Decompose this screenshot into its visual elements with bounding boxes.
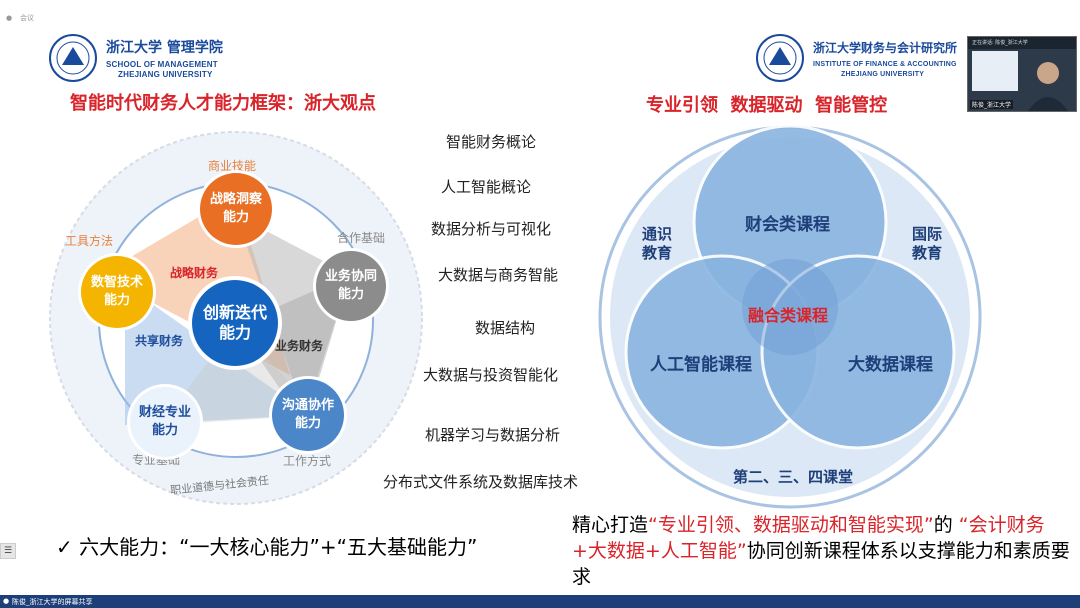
- venn-intl-edu: 国际 教育: [912, 225, 943, 262]
- summary-part-4: “会计财务+大数据+人工智能”: [572, 514, 1045, 562]
- capability-framework-diagram: 商业技能 合作基础 工具方法 工作方式 专业基础 战略财务 共享财务 业务财务 …: [40, 125, 440, 510]
- venn-general-edu: 通识 教育: [642, 225, 673, 262]
- label-strategic-finance: 战略财务: [170, 266, 219, 280]
- summary-part-1: 精心打造: [572, 514, 649, 536]
- meeting-label: 会议: [20, 14, 34, 22]
- label-tools-methods: 工具方法: [65, 234, 114, 248]
- label-work-style: 工作方式: [283, 454, 332, 468]
- course-item: 大数据与商务智能: [438, 266, 559, 284]
- summary-part-2: “专业引领、数据驱动和智能实现”: [648, 514, 934, 536]
- logo-cn-right: 浙江大学财务与会计研究所: [813, 41, 958, 55]
- venn-accounting: 财会类课程: [745, 215, 830, 235]
- speaker-avatar-icon: [1028, 62, 1068, 111]
- logo-en1-left: SCHOOL OF MANAGEMENT: [106, 60, 218, 69]
- speaker-name: 陈俊_浙江大学: [970, 100, 1014, 109]
- summary-part-5: 协同创新课程体系以支撑能力和素质要求: [572, 540, 1070, 588]
- zju-seal-icon-right: [756, 34, 804, 82]
- speaker-status-bar: [968, 37, 1076, 49]
- venn-extra-classroom: 第二、三、四课堂: [733, 468, 854, 486]
- node-communication: 沟通协作 能力: [272, 379, 344, 451]
- course-system-summary: 精心打造“专业引领、数据驱动和智能实现”的 “会计财务+大数据+人工智能”协同创…: [572, 512, 1072, 590]
- zju-finance-logo: 浙江大学财务与会计研究所 INSTITUTE OF FINANCE & ACCO…: [755, 33, 970, 83]
- venn-shapes: [598, 124, 982, 509]
- right-title: 专业引领 数据驱动 智能管控: [646, 95, 888, 116]
- speaker-status: 正在讲话: 陈俊_浙江大学: [972, 40, 1028, 46]
- meeting-top-bar: ● 会议: [0, 0, 1080, 22]
- screen-share-label: 陈俊_浙江大学的屏幕共享: [12, 598, 93, 606]
- speaker-video-thumbnail[interactable]: 正在讲话: 陈俊_浙江大学 陈俊_浙江大学: [967, 36, 1077, 112]
- venn-fusion: 融合类课程: [748, 306, 829, 325]
- six-abilities-summary: ✓ 六大能力：“一大核心能力”+“五大基础能力”: [56, 535, 478, 559]
- share-user-icon: ●: [3, 597, 10, 605]
- left-title: 智能时代财务人才能力框架：浙大观点: [70, 93, 376, 114]
- node-core-innovation: 创新迭代 能力: [192, 280, 278, 366]
- label-shared-finance: 共享财务: [135, 334, 184, 348]
- label-cooperation-basis: 合作基础: [337, 231, 386, 245]
- venn-ai: 人工智能课程: [650, 355, 752, 375]
- zju-management-logo: 浙江大学 管理学院 SCHOOL OF MANAGEMENT ZHEJIANG …: [48, 33, 248, 83]
- label-business-finance: 业务财务: [275, 339, 324, 353]
- side-panel-toggle-icon[interactable]: ☰: [0, 543, 16, 559]
- zju-seal-icon: [49, 34, 97, 82]
- node-digital: 数智技术 能力: [81, 256, 153, 328]
- course-item: 分布式文件系统及数据库技术: [383, 473, 579, 491]
- node-finance: 财经专业 能力: [130, 387, 200, 457]
- record-indicator-icon: ●: [6, 14, 13, 22]
- logo-en2-left: ZHEJIANG UNIVERSITY: [118, 70, 213, 79]
- venn-bigdata: 大数据课程: [848, 355, 933, 375]
- logo-en2-right: ZHEJIANG UNIVERSITY: [841, 71, 925, 78]
- logo-cn-left: 浙江大学 管理学院: [106, 40, 223, 56]
- course-item: 人工智能概论: [441, 178, 532, 196]
- shared-slide-preview: [972, 51, 1018, 91]
- course-system-venn: 财会类课程 人工智能课程 大数据课程 融合类课程 通识 教育 国际 教育 第二、…: [590, 122, 990, 512]
- course-item: 大数据与投资智能化: [423, 366, 559, 384]
- node-strategy: 战略洞察 能力: [200, 173, 272, 245]
- screen-share-bar[interactable]: ● 陈俊_浙江大学的屏幕共享: [0, 595, 1080, 608]
- course-item: 数据分析与可视化: [431, 220, 552, 238]
- logo-en1-right: INSTITUTE OF FINANCE & ACCOUNTING: [813, 61, 957, 68]
- course-item: 数据结构: [475, 319, 536, 337]
- course-item: 智能财务概论: [446, 133, 537, 151]
- course-item: 机器学习与数据分析: [425, 426, 561, 444]
- summary-part-3: 的: [933, 514, 959, 536]
- node-business: 业务协同 能力: [316, 251, 386, 321]
- label-commercial-skill: 商业技能: [208, 159, 257, 173]
